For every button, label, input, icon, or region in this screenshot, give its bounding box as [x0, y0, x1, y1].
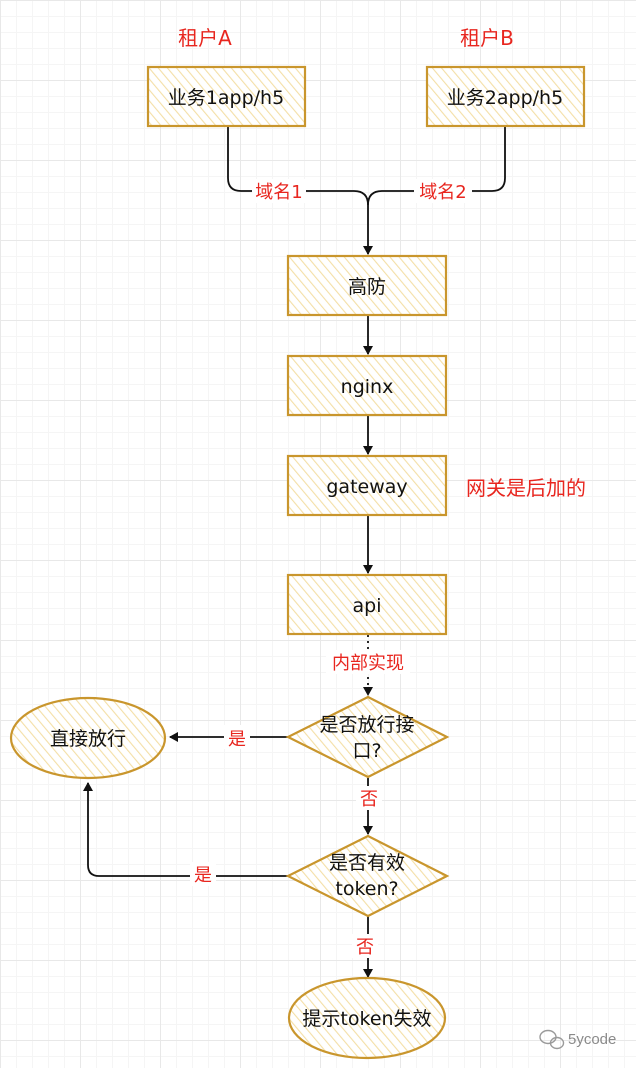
connector-lines	[83, 127, 506, 978]
edge-biz2-merge	[367, 127, 506, 206]
edge-label-no-whitelist: 否	[360, 789, 378, 810]
decision-whitelist: 是否放行接 口?	[285, 695, 450, 779]
decision-token-line2: token?	[335, 878, 398, 900]
decision-token: 是否有效 token?	[285, 834, 450, 918]
terminal-fail-label: 提示token失效	[302, 1008, 431, 1030]
node-gateway: gateway	[286, 454, 448, 517]
edge-biz1-merge	[227, 127, 369, 206]
node-nginx-label: nginx	[341, 376, 394, 398]
edge-label-no-token: 否	[356, 937, 374, 958]
terminal-allow: 直接放行	[9, 696, 167, 780]
terminal-fail: 提示token失效	[287, 976, 447, 1060]
node-biz2-label: 业务2app/h5	[447, 87, 563, 109]
node-api-label: api	[353, 595, 382, 617]
node-biz2: 业务2app/h5	[425, 65, 586, 128]
node-biz1: 业务1app/h5	[146, 65, 307, 128]
decision-token-line1: 是否有效	[329, 852, 405, 874]
decision-whitelist-line2: 口?	[352, 740, 381, 762]
edge-label-domain1: 域名1	[255, 182, 302, 203]
wechat-icon	[539, 1029, 565, 1050]
watermark: 5ycode	[539, 1029, 616, 1050]
node-gaofang: 高防	[286, 254, 448, 317]
edge-label-yes-whitelist: 是	[228, 729, 246, 750]
tenant-a-label: 租户A	[178, 26, 232, 50]
watermark-text: 5ycode	[568, 1031, 616, 1048]
gateway-note: 网关是后加的	[466, 476, 586, 500]
node-gaofang-label: 高防	[348, 276, 386, 298]
edge-label-yes-token: 是	[194, 865, 212, 886]
edge-token-allow	[83, 782, 288, 877]
decision-whitelist-line1: 是否放行接	[319, 714, 414, 736]
node-nginx: nginx	[286, 354, 448, 417]
tenant-b-label: 租户B	[460, 26, 514, 50]
node-gateway-label: gateway	[326, 476, 407, 498]
edge-label-domain2: 域名2	[419, 182, 466, 203]
node-biz1-label: 业务1app/h5	[168, 87, 284, 109]
node-api: api	[286, 573, 448, 636]
edge-label-internal: 内部实现	[332, 653, 404, 674]
terminal-allow-label: 直接放行	[50, 728, 126, 750]
